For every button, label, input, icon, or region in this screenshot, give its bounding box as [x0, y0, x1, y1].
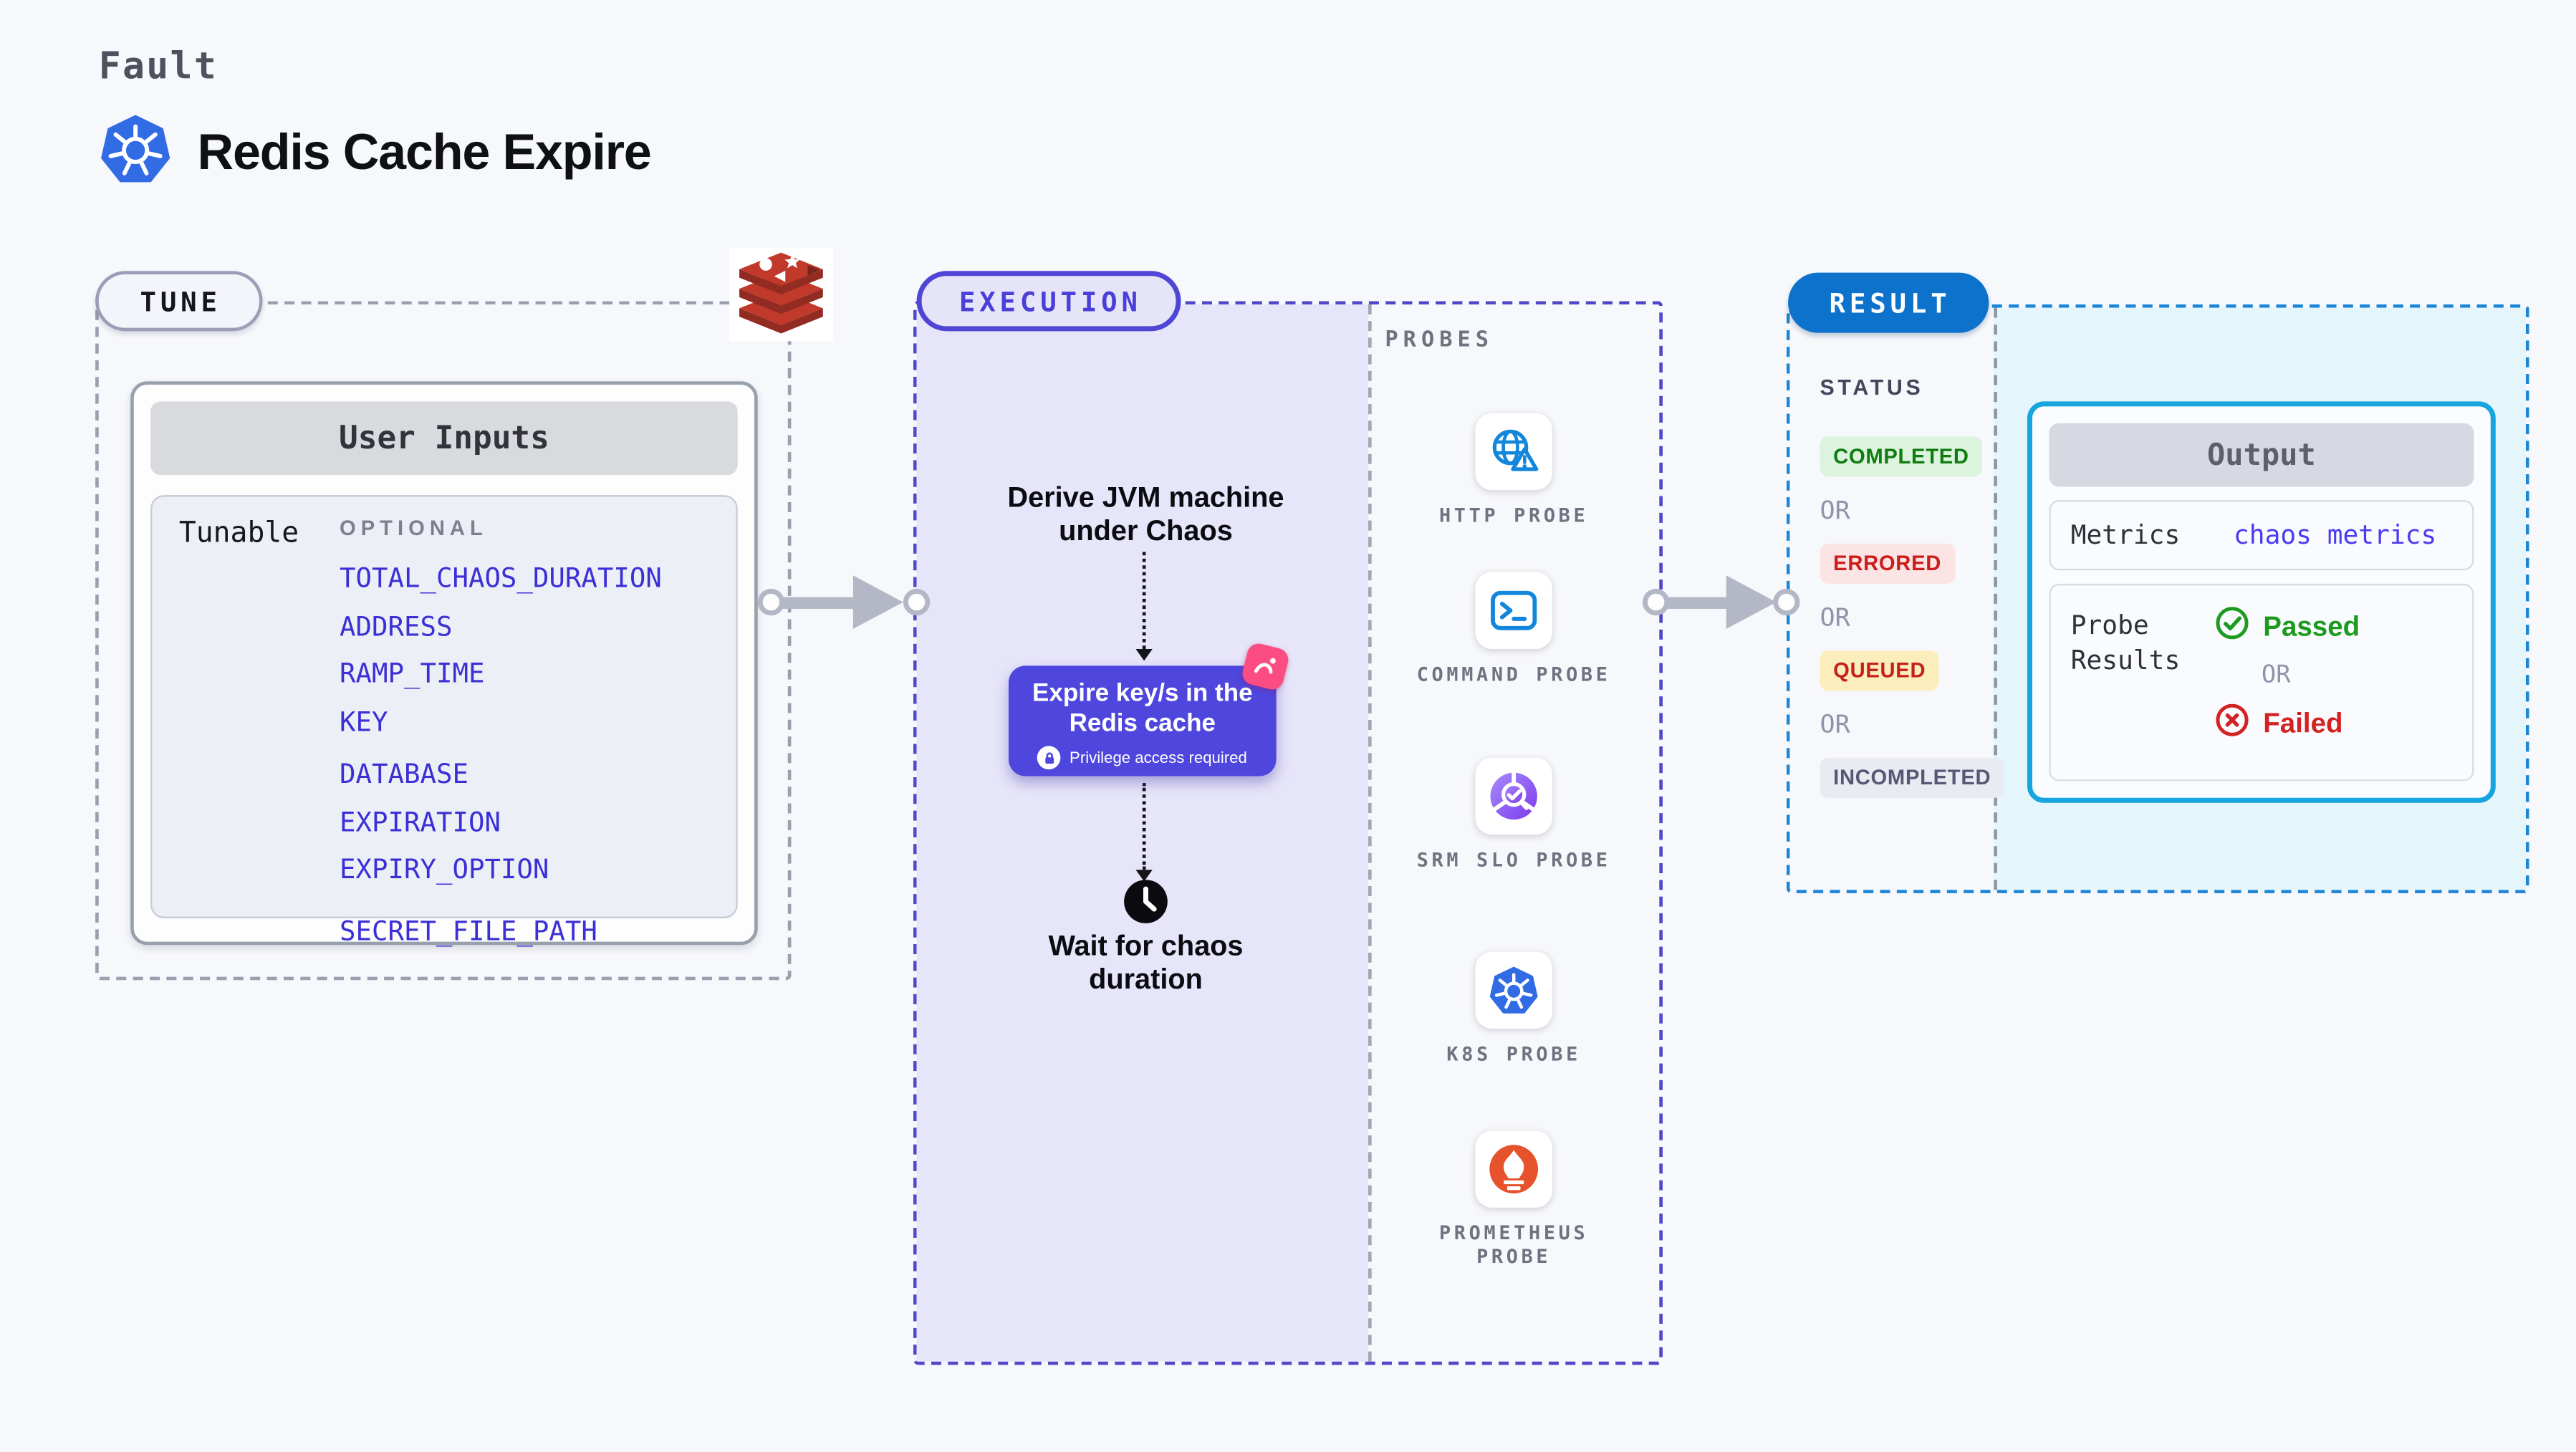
output-title: Output [2049, 423, 2474, 487]
status-badge-incompleted: INCOMPLETED [1820, 757, 2004, 798]
http-probe-icon [1475, 413, 1552, 491]
user-inputs-panel: Tunable OPTIONAL TOTAL_CHAOS_DURATION AD… [150, 495, 738, 946]
result-section-box: STATUS COMPLETED OR ERRORED OR QUEUED OR… [1786, 304, 2529, 893]
param-link-expiry-option[interactable]: EXPIRY_OPTION [340, 852, 549, 885]
metrics-label: Metrics [2070, 520, 2181, 551]
status-or: OR [1820, 495, 1850, 526]
probe-results-label: Probe Results [2070, 610, 2181, 676]
status-or: OR [1820, 709, 1850, 740]
probe-results-or: OR [2261, 662, 2291, 690]
status-badge-errored: ERRORED [1820, 543, 1955, 584]
passed-check-icon [2215, 605, 2250, 649]
probe-item-srm-slo: SRM SLO PROBE [1397, 757, 1631, 872]
tunable-row-label: Tunable [178, 516, 299, 551]
probes-title: PROBES [1385, 327, 1494, 353]
pre-step-text: Derive JVM machine under Chaos [1007, 481, 1284, 547]
connector-2-arrowhead [1135, 870, 1153, 882]
clock-icon [1123, 878, 1169, 925]
chaos-action-button[interactable]: Expire key/s in the Redis cache Privileg… [1009, 641, 1291, 777]
redis-icon [729, 247, 833, 342]
probe-item-prometheus: PROMETHEUS PROBE [1397, 1130, 1631, 1268]
result-divider [1994, 307, 1997, 890]
fault-kind-label: Fault [98, 47, 218, 89]
output-card: Output Metrics chaos metrics Probe Resul… [2027, 401, 2496, 803]
srm-slo-probe-icon [1475, 757, 1552, 835]
status-badge-queued: QUEUED [1820, 650, 1939, 691]
probes-column: PROBES HTTP PROBE [1368, 304, 1659, 1362]
status-badge-completed: COMPLETED [1820, 436, 1983, 477]
param-link-total-chaos-duration[interactable]: TOTAL_CHAOS_DURATION [340, 562, 662, 594]
param-link-key[interactable]: KEY [340, 705, 388, 737]
tune-badge: TUNE [95, 271, 263, 332]
execution-section-box: Derive JVM machine under Chaos Expire ke… [913, 301, 1663, 1365]
result-badge: RESULT [1788, 272, 1989, 333]
optional-group-label: OPTIONAL [340, 516, 488, 541]
metrics-value-link[interactable]: chaos metrics [2233, 520, 2437, 551]
command-probe-icon [1475, 572, 1552, 649]
params-list: OPTIONAL TOTAL_CHAOS_DURATION ADDRESS RA… [340, 517, 662, 962]
failed-x-icon [2215, 703, 2250, 746]
probe-item-http: HTTP PROBE [1397, 413, 1631, 527]
metrics-row: Metrics chaos metrics [2049, 500, 2474, 571]
lock-icon [1037, 746, 1062, 770]
k8s-probe-icon [1475, 951, 1552, 1029]
tune-section-box [95, 301, 792, 981]
connector-2 [1142, 782, 1146, 870]
user-inputs-card: User Inputs Tunable OPTIONAL TOTAL_CHAOS… [130, 381, 758, 946]
failed-label: Failed [2263, 708, 2343, 739]
passed-label: Passed [2263, 611, 2360, 642]
privilege-note-text: Privilege access required [1070, 748, 1247, 767]
prometheus-probe-icon [1475, 1130, 1552, 1208]
status-or: OR [1820, 602, 1850, 633]
status-title: STATUS [1820, 375, 1924, 400]
page-header: Redis Cache Expire [97, 110, 652, 196]
privilege-note: Privilege access required [1009, 746, 1277, 770]
user-inputs-title: User Inputs [150, 401, 738, 476]
status-column: STATUS COMPLETED OR ERRORED OR QUEUED OR… [1789, 308, 2004, 890]
param-link-database[interactable]: DATABASE [340, 757, 468, 790]
param-link-expiration[interactable]: EXPIRATION [340, 805, 501, 837]
page-title: Redis Cache Expire [197, 124, 652, 181]
probe-results-row: Probe Results Passed OR [2049, 583, 2474, 782]
chaos-icon [1240, 641, 1291, 692]
probe-item-command: COMMAND PROBE [1397, 572, 1631, 686]
connector-1-arrowhead [1135, 648, 1153, 661]
probe-item-k8s: K8S PROBE [1397, 951, 1631, 1065]
chaos-action-label: Expire key/s in the Redis cache [1032, 679, 1253, 738]
connector-1 [1142, 552, 1146, 649]
execution-badge: EXECUTION [916, 271, 1181, 332]
param-link-ramp-time[interactable]: RAMP_TIME [340, 657, 485, 690]
param-link-address[interactable]: ADDRESS [340, 610, 453, 642]
kubernetes-icon [97, 110, 173, 196]
post-step-text: Wait for chaos duration [1048, 930, 1244, 995]
probe-results-states: Passed OR Failed [2215, 605, 2360, 746]
probes-divider [1368, 304, 1372, 1362]
param-link-secret-file-path[interactable]: SECRET_FILE_PATH [340, 914, 597, 946]
